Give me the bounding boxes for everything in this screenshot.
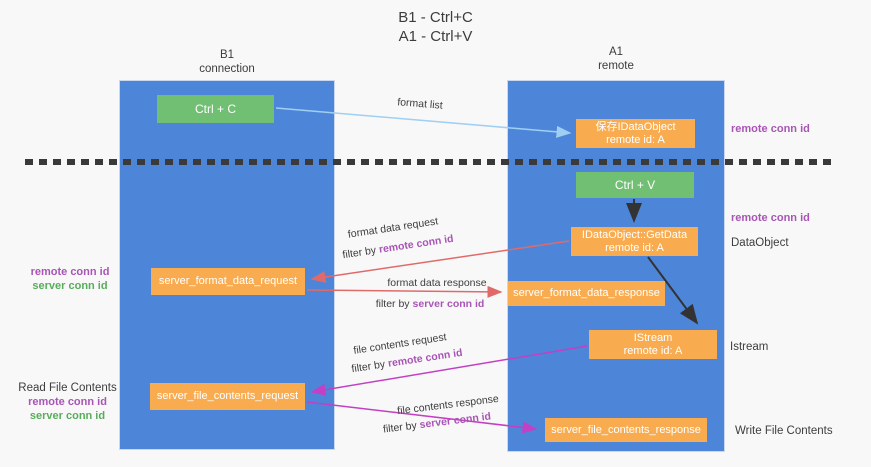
ctrl-c-label: Ctrl + C — [194, 101, 236, 116]
left-mid-ids-block: remote conn id server conn id — [15, 265, 125, 293]
save-dataobject-title: 保存IDataObject — [595, 120, 676, 133]
ctrl-v-label: Ctrl + V — [614, 177, 656, 192]
format-data-response-label: format data response — [387, 277, 487, 289]
ctrl-c-node: Ctrl + C — [157, 95, 274, 123]
right-top-remote-conn-id-label: remote conn id — [731, 123, 810, 135]
server-format-data-request-label: server_format_data_request — [158, 275, 298, 287]
filter-by-text: filter by — [350, 358, 386, 376]
remote-conn-id-text: remote conn id — [378, 232, 455, 256]
left-column-header: B1 connection — [119, 48, 335, 76]
left-column-subtitle: connection — [199, 63, 255, 75]
server-file-contents-response-node: server_file_contents_response — [545, 418, 707, 442]
title-line-2: A1 - Ctrl+V — [398, 28, 473, 45]
right-mid-remote-conn-id-label: remote conn id — [731, 212, 810, 224]
right-column-name: A1 — [608, 46, 624, 58]
getdata-title: IDataObject::GetData — [581, 228, 688, 241]
istream-title: IStream — [633, 331, 673, 344]
getdata-remote-id: remote id: A — [605, 241, 664, 254]
server-format-data-response-label: server_format_data_response — [513, 287, 660, 299]
clipboard-boundary-divider — [25, 159, 831, 165]
ctrl-v-node: Ctrl + V — [576, 172, 694, 198]
server-conn-id-text: server conn id — [418, 410, 492, 432]
left-bottom-remote-conn-id-label: remote conn id — [28, 396, 107, 408]
server-conn-id-text: server conn id — [412, 298, 485, 310]
istream-node: IStream remote id: A — [589, 330, 717, 359]
server-format-data-request-node: server_format_data_request — [151, 268, 305, 295]
title-line-1: B1 - Ctrl+C — [398, 9, 473, 26]
filter-by-text: filter by — [382, 419, 418, 436]
left-mid-remote-conn-id-label: remote conn id — [30, 266, 110, 278]
server-file-contents-request-label: server_file_contents_request — [156, 390, 299, 402]
filter-by-text: filter by — [341, 244, 377, 262]
left-column-name: B1 — [219, 49, 235, 61]
write-file-contents-label: Write File Contents — [735, 425, 833, 437]
istream-remote-id: remote id: A — [623, 344, 683, 357]
server-format-data-response-node: server_format_data_response — [508, 281, 665, 306]
format-list-label: format list — [396, 96, 444, 112]
left-bottom-ids-block: Read File Contents remote conn id server… — [10, 381, 125, 423]
read-file-contents-label: Read File Contents — [18, 382, 117, 394]
getdata-node: IDataObject::GetData remote id: A — [571, 227, 698, 256]
server-file-contents-request-node: server_file_contents_request — [150, 383, 305, 410]
save-dataobject-node: 保存IDataObject remote id: A — [576, 119, 695, 148]
left-bottom-server-conn-id-label: server conn id — [29, 410, 106, 422]
save-dataobject-remote-id: remote id: A — [606, 133, 665, 146]
right-column-header: A1 remote — [507, 45, 725, 73]
dataobject-label: DataObject — [731, 237, 789, 249]
left-mid-server-conn-id-label: server conn id — [32, 280, 108, 292]
diagram-title: B1 - Ctrl+C A1 - Ctrl+V — [0, 8, 871, 46]
arrow-format-data-response — [306, 285, 503, 298]
right-column-subtitle: remote — [598, 60, 634, 72]
server-file-contents-response-label: server_file_contents_response — [551, 423, 701, 436]
filter-by-text: filter by — [375, 298, 410, 310]
istream-side-label: Istream — [730, 341, 769, 353]
